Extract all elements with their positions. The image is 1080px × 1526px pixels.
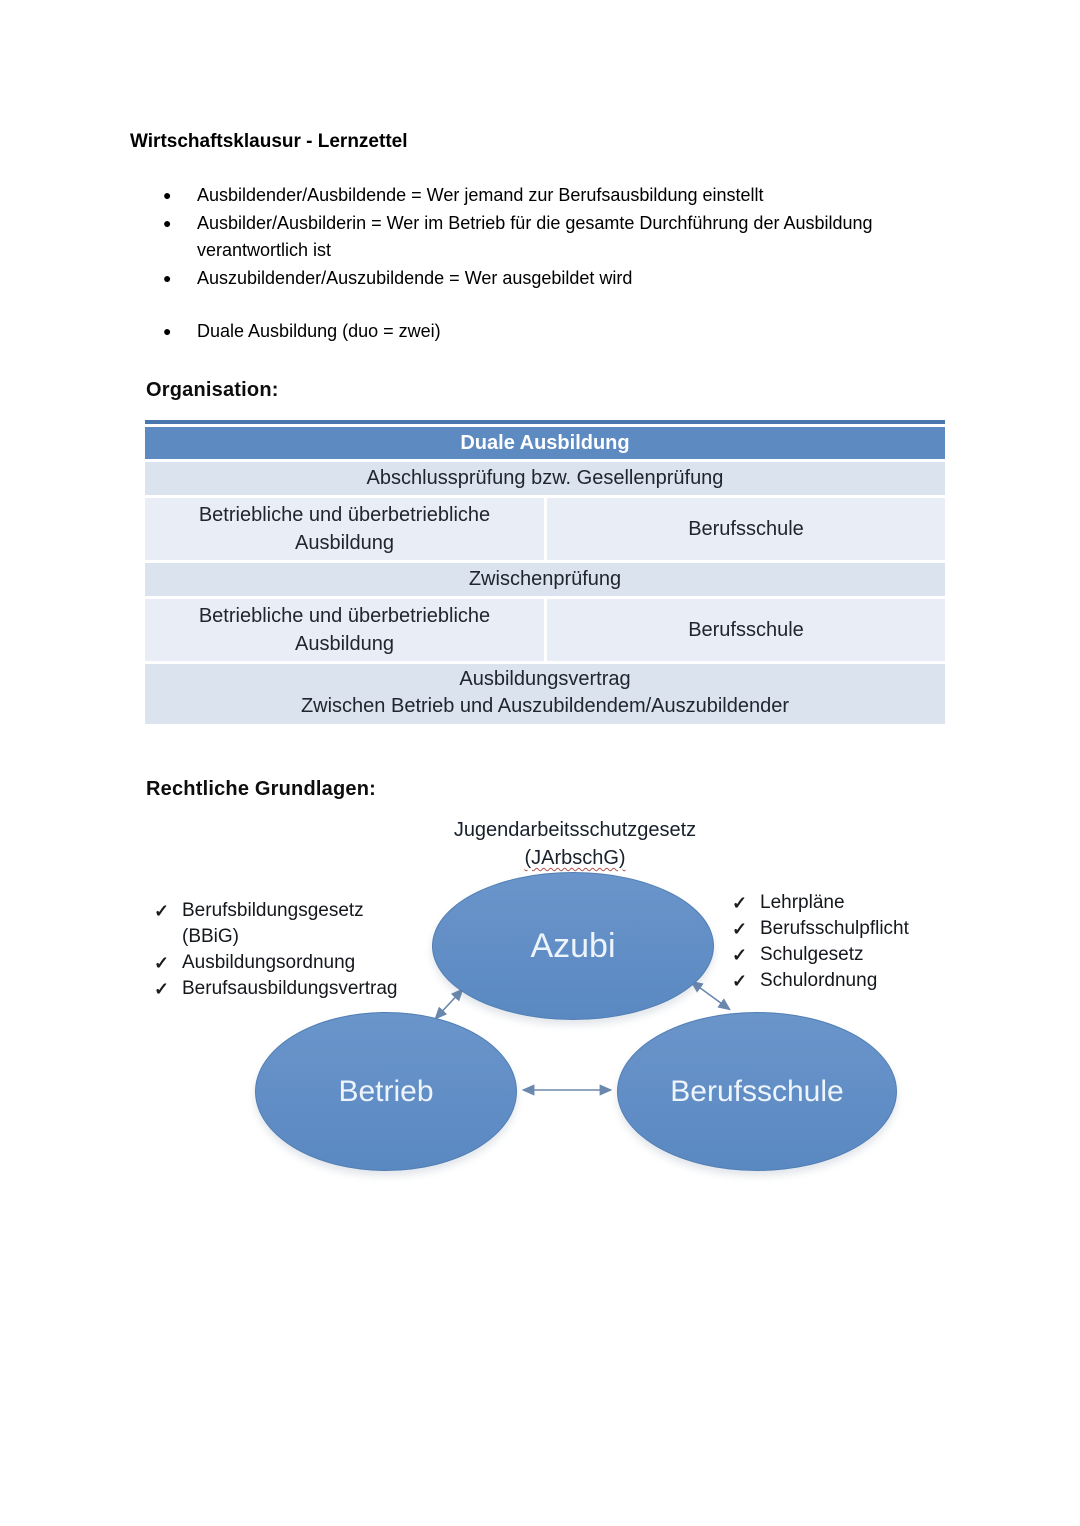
checklist-text: Berufsschulpflicht (760, 918, 909, 939)
checklist-text: Lehrpläne (760, 892, 845, 913)
checklist-text: Berufsbildungsgesetz (BBiG) (182, 900, 364, 947)
jugendarbeitsschutzgesetz-label: Jugendarbeitsschutzgesetz (453, 819, 697, 841)
table-cell-berufsschule-1: Berufsschule (547, 498, 945, 560)
checklist-item: ✓ Berufsausbildungsvertrag (154, 976, 414, 1002)
table-cell-text: Betriebliche und überbetriebliche Ausbil… (198, 504, 491, 554)
check-icon: ✓ (732, 971, 748, 991)
node-label: Berufsschule (670, 1074, 844, 1108)
bullet-dot-icon: ● (163, 214, 172, 231)
bullet-dot-icon: ● (163, 323, 172, 339)
node-betrieb: Betrieb (255, 1012, 517, 1171)
check-icon: ✓ (732, 945, 748, 965)
node-azubi: Azubi (432, 872, 714, 1020)
bullet-list-definitions: ● Ausbildender/Ausbildende = Wer jemand … (163, 182, 953, 292)
checklist-item: ✓ Ausbildungsordnung (154, 950, 414, 976)
node-label: Azubi (530, 926, 616, 965)
bullet-text: Auszubildender/Auszubildende = Wer ausge… (197, 267, 633, 288)
checklist-text: Ausbildungsordnung (182, 952, 356, 973)
checklist-item: ✓ Berufsbildungsgesetz (BBiG) (154, 898, 414, 950)
section-heading-organisation: Organisation: (146, 379, 279, 401)
table-cell-berufsschule-2: Berufsschule (547, 599, 945, 661)
bullet-dot-icon: ● (163, 187, 172, 203)
page-title: Wirtschaftsklausur - Lernzettel (130, 131, 408, 152)
checklist-right-berufsschule: ✓ Lehrpläne ✓ Berufsschulpflicht ✓ Schul… (732, 890, 947, 994)
rechtliche-grundlagen-diagram: Jugendarbeitsschutzgesetz (JArbschG) Azu… (140, 810, 950, 1205)
bullet-dot-icon: ● (163, 269, 172, 286)
bullet-item: ● Ausbildender/Ausbildende = Wer jemand … (163, 182, 953, 210)
arrow-azubi-betrieb (434, 988, 464, 1020)
table-band-line1: Ausbildungsvertrag (459, 668, 631, 690)
table-band-abschlusspruefung: Abschlussprüfung bzw. Gesellenprüfung (145, 462, 945, 495)
table-band-line2: Zwischen Betrieb und Auszubildendem/Ausz… (300, 695, 790, 717)
table-cell-text: Berufsschule (688, 518, 804, 540)
checklist-item: ✓ Lehrpläne (732, 890, 947, 916)
checklist-item: ✓ Schulordnung (732, 968, 947, 994)
bullet-item: ● Ausbilder/Ausbilderin = Wer im Betrieb… (163, 210, 953, 265)
check-icon: ✓ (154, 953, 170, 973)
table-cell-betriebliche-2: Betriebliche und überbetriebliche Ausbil… (145, 599, 544, 661)
table-band-zwischenpruefung: Zwischenprüfung (145, 563, 945, 596)
bullet-text: Ausbilder/Ausbilderin = Wer im Betrieb f… (197, 212, 873, 261)
table-split-row-1: Betriebliche und überbetriebliche Ausbil… (145, 498, 945, 560)
check-icon: ✓ (154, 901, 170, 921)
bullet-item: ● Duale Ausbildung (duo = zwei) (163, 318, 953, 346)
table-cell-text: Betriebliche und überbetriebliche Ausbil… (198, 605, 491, 655)
check-icon: ✓ (732, 919, 748, 939)
table-cell-text: Berufsschule (688, 619, 804, 641)
checklist-text: Berufsausbildungsvertrag (182, 978, 398, 999)
check-icon: ✓ (154, 979, 170, 999)
jarbschg-abbreviation: (JArbschG) (524, 847, 626, 869)
table-cell-betriebliche-1: Betriebliche und überbetriebliche Ausbil… (145, 498, 544, 560)
arrow-azubi-berufsschule (690, 980, 731, 1011)
table-split-row-2: Betriebliche und überbetriebliche Ausbil… (145, 599, 945, 661)
checklist-item: ✓ Schulgesetz (732, 942, 947, 968)
node-berufsschule: Berufsschule (617, 1012, 897, 1171)
node-label: Betrieb (338, 1074, 434, 1108)
table-band-ausbildungsvertrag: Ausbildungsvertrag Zwischen Betrieb und … (145, 664, 945, 724)
bullet-text: Duale Ausbildung (duo = zwei) (197, 321, 441, 341)
table-top-accent-line (145, 420, 945, 424)
duale-ausbildung-table: Duale Ausbildung Abschlussprüfung bzw. G… (145, 420, 945, 727)
table-header-row: Duale Ausbildung (145, 427, 945, 459)
bullet-text: Ausbildender/Ausbildende = Wer jemand zu… (197, 185, 764, 205)
diagram-arrows-svg (434, 980, 731, 1096)
checklist-text: Schulgesetz (760, 944, 864, 965)
section-heading-rechtliche-grundlagen: Rechtliche Grundlagen: (146, 778, 376, 800)
checklist-text: Schulordnung (760, 970, 878, 991)
bullet-item: ● Auszubildender/Auszubildende = Wer aus… (163, 265, 953, 293)
check-icon: ✓ (732, 893, 748, 913)
checklist-item: ✓ Berufsschulpflicht (732, 916, 947, 942)
diagram-top-label: Jugendarbeitsschutzgesetz (JArbschG) (425, 816, 725, 872)
bullet-list-duale-ausbildung: ● Duale Ausbildung (duo = zwei) (163, 318, 953, 346)
checklist-left-betrieb: ✓ Berufsbildungsgesetz (BBiG) ✓ Ausbildu… (154, 898, 414, 1002)
